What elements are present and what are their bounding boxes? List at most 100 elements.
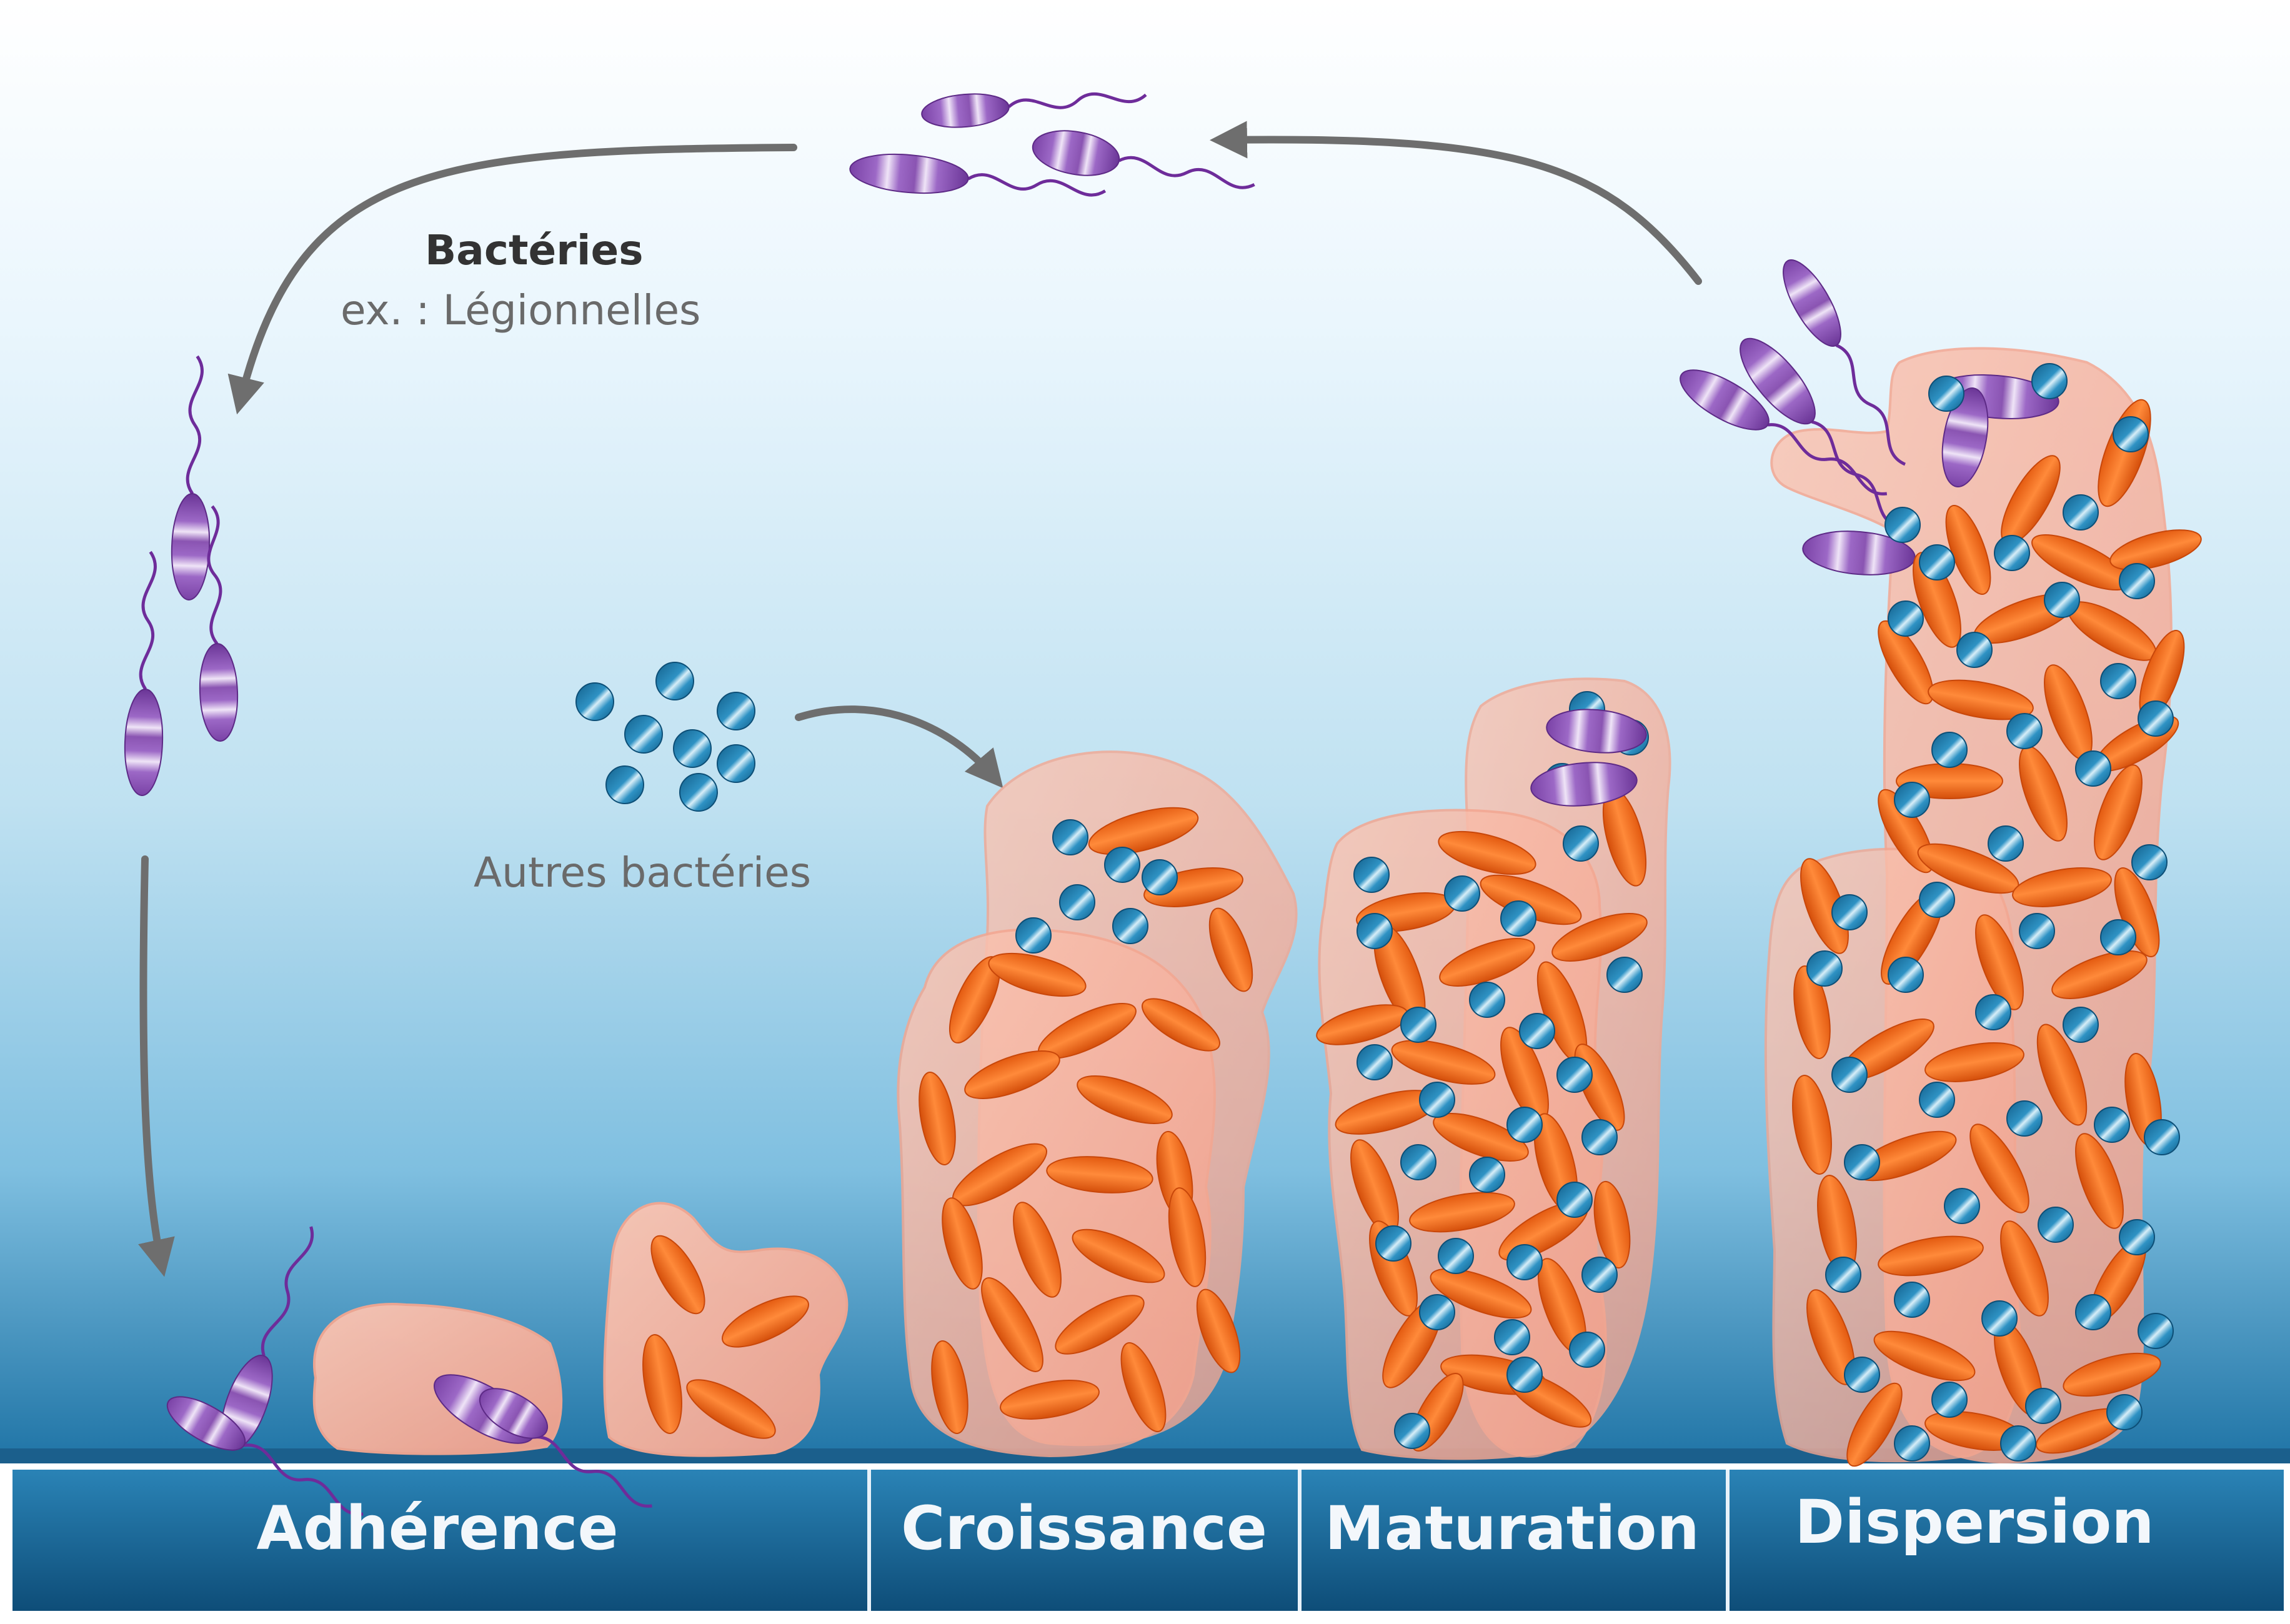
other-bacterium-icon <box>655 662 694 700</box>
legionella-bacterium-icon <box>1783 259 1906 466</box>
legionella-bacterium-icon <box>171 355 211 600</box>
other-bacterium-icon <box>605 765 644 804</box>
other-bacterium-icon <box>1419 1082 1455 1118</box>
other-bacterium-icon <box>1975 994 2011 1030</box>
other-bacterium-icon <box>1919 1082 1955 1118</box>
legionella-bacterium-icon <box>124 550 164 796</box>
other-bacterium-icon <box>1581 1119 1618 1155</box>
other-bacterium-icon <box>2100 663 2136 699</box>
other-bacterium-icon <box>717 692 755 730</box>
other-bacterium-icon <box>1888 600 1924 637</box>
other-bacterium-icon <box>1894 1425 1930 1462</box>
other-bacterium-icon <box>673 729 712 768</box>
other-bacterium-icon <box>1112 908 1148 944</box>
other-bacterium-icon <box>1400 1144 1436 1180</box>
other-bacterium-icon <box>1506 1244 1543 1280</box>
legionella-bacterium-icon <box>1530 762 1638 807</box>
other-bacterium-icon <box>2063 494 2099 531</box>
biofilm-rod-icon <box>1409 1192 1515 1233</box>
other-bacterium-icon <box>1059 884 1095 920</box>
other-bacterium-icon <box>1375 1225 1411 1262</box>
other-bacterium-icon <box>1500 900 1536 937</box>
biofilm-rod-icon <box>981 1277 1043 1372</box>
other-bacterium-icon <box>1563 825 1599 862</box>
other-bacterium-icon <box>1519 1013 1555 1049</box>
bacteria-title: Bactéries <box>425 226 644 274</box>
cycle-arrow-icon <box>1210 121 1702 285</box>
other-bacterium-icon <box>1353 857 1390 893</box>
other-bacterium-icon <box>1831 894 1868 930</box>
biofilm-rod-icon <box>650 1235 705 1315</box>
other-bacterium-icon <box>1928 376 1964 412</box>
other-bacterium-icon <box>1506 1107 1543 1143</box>
cycle-arrow-icon <box>227 144 797 415</box>
other-bacterium-icon <box>1394 1413 1430 1449</box>
biofilm-rod-icon <box>1142 998 1220 1052</box>
other-bacterium-icon <box>1015 917 1052 954</box>
biofilm-rod-icon <box>2075 1133 2124 1229</box>
legionella-bacterium-icon <box>166 1396 364 1516</box>
biofilm-rod-icon <box>1438 830 1536 875</box>
other-bacterium-icon <box>624 715 663 754</box>
legionella-bacterium-icon <box>479 1388 549 1439</box>
other-bacterium-icon <box>575 682 614 721</box>
other-bacterium-icon <box>2094 1107 2130 1143</box>
other-bacterium-icon <box>1825 1257 1861 1293</box>
biofilm-rod-icon <box>1208 907 1253 992</box>
biofilm-rod-icon <box>722 1295 809 1348</box>
biofilm-rod-icon <box>2109 529 2202 570</box>
other-bacterium-icon <box>2006 1100 2043 1137</box>
biofilm-rod-icon <box>1793 965 1831 1059</box>
other-bacterium-icon <box>2025 1388 2061 1424</box>
other-bacterium-icon <box>1919 882 1955 918</box>
legionella-bacterium-icon <box>849 153 1107 197</box>
other-bacterium-icon <box>1884 507 1921 543</box>
cycle-arrows <box>138 121 1702 1277</box>
biofilm-rod-icon <box>1168 1187 1207 1287</box>
biofilm-rod-icon <box>2036 1024 2088 1126</box>
other-bacterium-icon <box>1931 732 1968 768</box>
cycle-arrow-icon <box>795 705 1003 789</box>
bacteria-example: ex. : Légionnelles <box>341 286 701 334</box>
other-bacterium-icon <box>1994 535 2030 571</box>
legionella-bacterium-icon <box>199 505 239 742</box>
other-bacterium-icon <box>2100 919 2136 955</box>
other-bacterium-icon <box>1581 1257 1618 1293</box>
other-bacterium-icon <box>1806 950 1843 987</box>
stage-label-maturation: Maturation <box>1325 1493 1700 1563</box>
biofilm-rod-icon <box>1878 1235 1984 1277</box>
other-bacterium-icon <box>1569 1332 1605 1368</box>
biofilm-rod-icon <box>2063 1352 2161 1397</box>
other-bacterium-icon <box>1506 1357 1543 1393</box>
other-bacterium-icon <box>2000 1425 2036 1462</box>
biofilm-rod-icon <box>1077 1075 1173 1124</box>
biofilm-rod-icon <box>1878 620 1934 705</box>
other-bacterium-icon <box>1357 913 1393 949</box>
other-bacterium-icon <box>1469 1157 1505 1193</box>
biofilm-rod-icon <box>1391 1040 1496 1085</box>
other-bacterium-icon <box>1844 1357 1880 1393</box>
biofilm-rod-icon <box>1873 1330 1976 1382</box>
other-bacterium-icon <box>1981 1300 2018 1337</box>
biofilm-rod-icon <box>2114 867 2160 958</box>
stage-label-croissance: Croissance <box>900 1493 1268 1563</box>
other-bacterium-icon <box>679 773 718 812</box>
other-bacterium-icon <box>1052 819 1088 855</box>
other-bacterium-icon <box>1357 1044 1393 1080</box>
biofilm-rod-icon <box>1593 1180 1631 1269</box>
other-bacterium-icon <box>1944 1188 1980 1224</box>
biofilm-rod-icon <box>642 1334 682 1434</box>
biofilm-rod-icon <box>1928 679 2034 720</box>
biofilm-rod-icon <box>2000 1220 2049 1317</box>
biofilm-rod-icon <box>1430 1268 1532 1319</box>
biofilm-rod-icon <box>918 1072 956 1165</box>
other-bacterium-icon <box>1844 1144 1880 1180</box>
other-bacterium-icon <box>1831 1057 1868 1093</box>
growth-colony-front <box>897 928 1216 1458</box>
legionella-bacterium-icon <box>921 92 1147 128</box>
biofilm-rod-icon <box>1969 1123 2029 1213</box>
legionella-bacterium-icon <box>1680 369 1888 496</box>
biofilm-rod-icon <box>1072 1228 1165 1283</box>
bacteria-marks <box>124 92 2202 1516</box>
